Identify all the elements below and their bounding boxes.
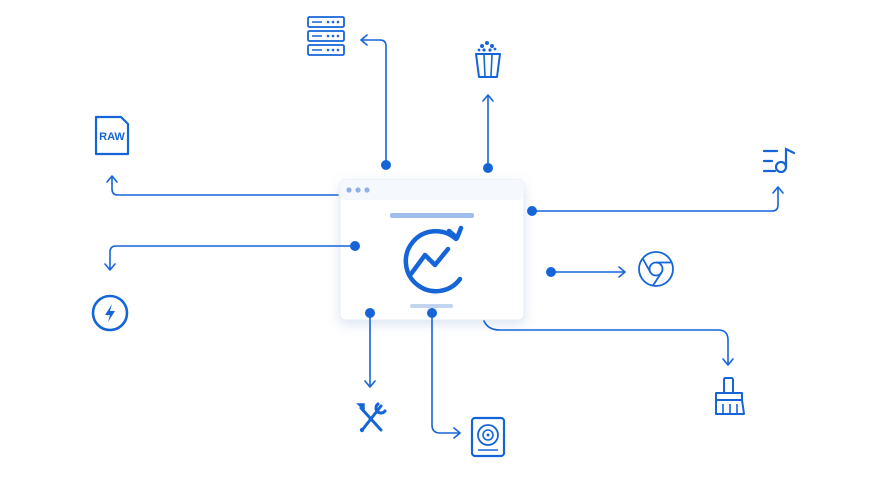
window-titlebar [340,180,524,200]
wrench-screwdriver-icon [356,402,387,433]
lightning-bolt-icon [91,294,129,332]
arrow-music [772,186,784,194]
dot-tools [365,308,375,318]
window-dots-icon [346,187,370,193]
window-footer-bar [410,304,453,308]
raw-file-label: RAW [99,131,125,143]
chrome-browser-icon [638,251,674,287]
window-frame [339,179,525,321]
connector-music [531,188,779,212]
dot-flash [350,241,360,251]
dot-disk [427,308,437,318]
arrow-popcorn [482,94,494,102]
arrow-tools [364,380,376,388]
server-rack-icon [307,16,345,56]
connector-server [362,39,387,166]
dot-chrome [546,267,556,277]
dot-music [527,206,537,216]
arrow-chrome [618,266,626,278]
dot-server [381,160,391,170]
center-window [339,179,525,321]
dot-popcorn [483,163,493,173]
connector-disk [431,312,459,434]
music-playlist-icon [762,147,796,174]
connectors [104,34,784,439]
arrow-server [360,34,368,46]
broom-cleaner-icon [715,377,745,415]
hard-drive-icon [470,416,506,458]
connector-broom [483,320,729,364]
arrow-flash [104,263,116,271]
popcorn-icon [475,41,501,78]
arrow-raw-file [106,175,118,183]
connector-raw-file [111,177,339,196]
arrow-disk [453,427,461,439]
connector-dots [350,160,556,318]
window-header-bar [390,213,474,218]
arrow-broom [722,358,734,366]
connector-flash [109,245,356,269]
raw-file-icon: RAW [94,115,130,156]
refresh-trend-icon [403,225,464,294]
